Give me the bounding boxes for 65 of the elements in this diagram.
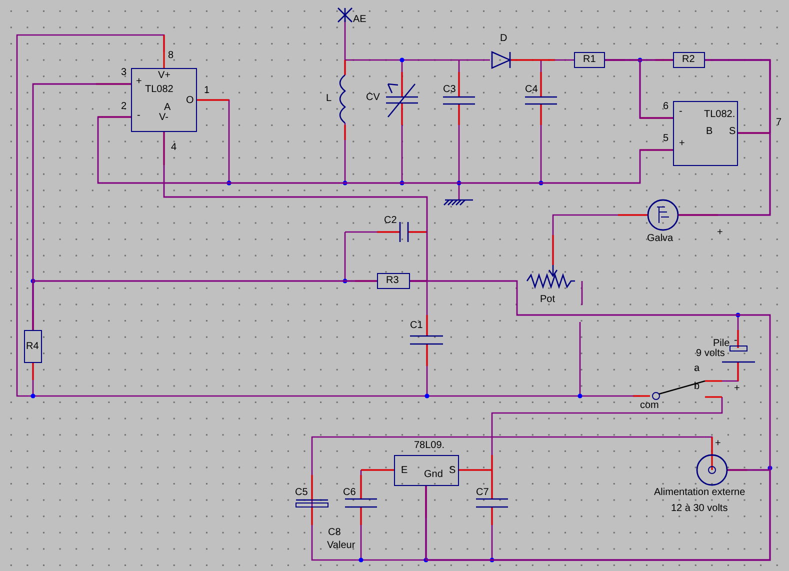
- resistor-symbol: [24, 330, 42, 363]
- pin-number: 3: [121, 67, 127, 78]
- pin-label: V-: [159, 112, 168, 123]
- wire: [605, 59, 673, 119]
- pin-label: V+: [158, 70, 171, 81]
- wire: [163, 132, 428, 282]
- component-label: Alimentation externe: [654, 487, 746, 498]
- pin-sign: +: [679, 138, 685, 149]
- component-label: CV: [366, 92, 380, 103]
- wire: [410, 280, 771, 561]
- pin-sign: -: [137, 110, 140, 121]
- component-label: D: [500, 33, 508, 44]
- component-label: C6: [343, 487, 356, 498]
- component-label: R3: [386, 275, 399, 286]
- component-label: C8: [328, 527, 341, 538]
- part-number: TL082: [145, 84, 174, 95]
- pin-number: 4: [171, 142, 177, 153]
- switch-terminal-label: a: [694, 363, 700, 374]
- antenna-label: AE: [353, 14, 366, 25]
- unit-label: A: [164, 102, 171, 113]
- op-amp-box: [131, 68, 197, 132]
- polarity-sign: +: [717, 227, 723, 238]
- resistor-symbol: [673, 52, 705, 68]
- pin-number: 5: [663, 133, 669, 144]
- pin-label: S: [729, 126, 736, 137]
- wire: [97, 116, 673, 184]
- component-label: Galva: [647, 233, 674, 244]
- wire: [32, 280, 377, 330]
- pin-label: S: [449, 465, 456, 476]
- component-label: R2: [682, 54, 695, 65]
- pin-number: 2: [121, 101, 127, 112]
- part-number: 78L09.: [414, 440, 445, 451]
- component-label: C2: [384, 215, 397, 226]
- component-label: R1: [583, 54, 596, 65]
- component-label: L: [326, 93, 332, 104]
- polarity-sign: -: [734, 335, 738, 346]
- value-label: Valeur: [327, 540, 356, 551]
- voltage-label: 12 à 30 volts: [671, 503, 728, 514]
- pin-label: Gnd: [424, 469, 443, 480]
- voltage-label: 9 volts: [696, 348, 725, 359]
- pin-number: 6: [663, 101, 669, 112]
- pin-label: O: [186, 95, 194, 106]
- component-label: Pot: [540, 294, 556, 305]
- component-label: C7: [476, 487, 489, 498]
- resistor-symbol: [574, 52, 605, 68]
- pin-label: E: [401, 465, 408, 476]
- component-label: C5: [295, 487, 308, 498]
- component-label: C3: [443, 84, 456, 95]
- component-label: C4: [525, 84, 538, 95]
- polarity-sign: +: [734, 383, 740, 394]
- part-number: TL082.: [704, 109, 736, 120]
- unit-label: B: [706, 126, 713, 137]
- pin-sign: -: [679, 106, 682, 117]
- pin-number: 8: [168, 50, 174, 61]
- pin-number: 7: [776, 117, 782, 128]
- wire: [679, 59, 771, 216]
- resistor-symbol: [377, 273, 410, 289]
- component-label: Pile: [713, 338, 730, 349]
- switch-terminal-label: com: [640, 400, 659, 411]
- polarity-sign: +: [715, 438, 721, 449]
- pin-sign: +: [136, 76, 142, 87]
- component-label: C1: [410, 320, 423, 331]
- component-label: R4: [26, 341, 39, 352]
- op-amp-box: [673, 101, 738, 166]
- pin-number: 1: [204, 85, 210, 96]
